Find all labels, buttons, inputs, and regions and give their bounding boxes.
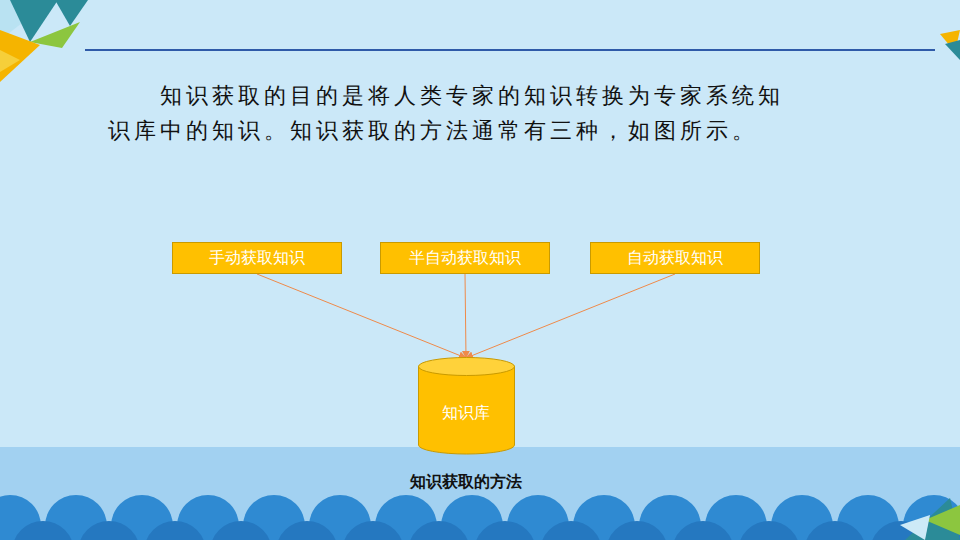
node-label: 手动获取知识 xyxy=(209,248,305,269)
intro-paragraph: 知识获取的目的是将人类专家的知识转换为专家系统知识库中的知识。知识获取的方法通常… xyxy=(108,78,798,148)
connector-arrow xyxy=(465,274,466,358)
node-label: 半自动获取知识 xyxy=(409,248,521,269)
header-rule xyxy=(85,49,935,51)
method-box: 半自动获取知识 xyxy=(380,242,550,274)
method-box: 自动获取知识 xyxy=(590,242,760,274)
method-box: 手动获取知识 xyxy=(172,242,342,274)
database-cylinder: 知识库 xyxy=(418,357,515,455)
node-label: 自动获取知识 xyxy=(627,248,723,269)
node-label: 知识库 xyxy=(442,389,490,424)
figure-caption: 知识获取的方法 xyxy=(410,472,522,493)
connector-arrow xyxy=(257,274,466,358)
wave-scallops xyxy=(0,495,960,540)
connector-arrow xyxy=(466,274,675,358)
